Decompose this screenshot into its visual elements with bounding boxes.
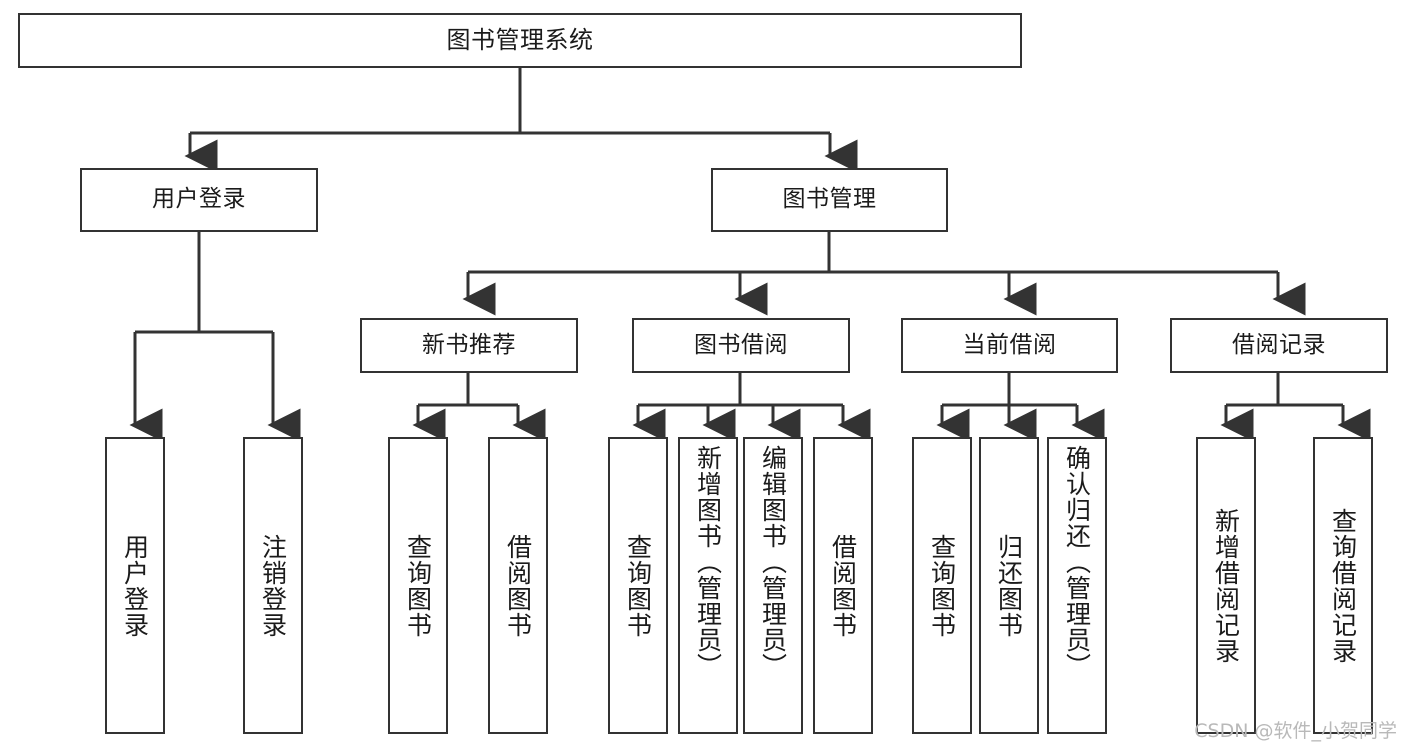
node-label: 新增图书（管理员） <box>693 445 723 679</box>
node-label: 新增借阅记录 <box>1211 507 1241 664</box>
leaf-record-query-record[interactable]: 查询借阅记录 <box>1313 437 1373 734</box>
node-label: 用户登录 <box>120 533 150 638</box>
node-label: 查询图书 <box>623 533 653 638</box>
node-label: 当前借阅 <box>962 331 1057 358</box>
node-label: 借阅图书 <box>503 533 533 638</box>
leaf-borrow-edit-book-admin[interactable]: 编辑图书（管理员） <box>743 437 803 734</box>
leaf-current-query-book[interactable]: 查询图书 <box>912 437 972 734</box>
node-label: 查询图书 <box>927 533 957 638</box>
node-label: 编辑图书（管理员） <box>758 445 788 679</box>
node-user-login[interactable]: 用户登录 <box>80 168 318 232</box>
leaf-user-login-logout[interactable]: 注销登录 <box>243 437 303 734</box>
leaf-borrow-borrow-book[interactable]: 借阅图书 <box>813 437 873 734</box>
node-book-management[interactable]: 图书管理 <box>711 168 948 232</box>
node-label: 确认归还（管理员） <box>1062 445 1092 679</box>
leaf-user-login-signin[interactable]: 用户登录 <box>105 437 165 734</box>
node-new-book-recommend[interactable]: 新书推荐 <box>360 318 578 373</box>
leaf-record-add-record[interactable]: 新增借阅记录 <box>1196 437 1256 734</box>
leaf-current-confirm-return-admin[interactable]: 确认归还（管理员） <box>1047 437 1107 734</box>
node-label: 新书推荐 <box>422 331 516 358</box>
node-root-system[interactable]: 图书管理系统 <box>18 13 1022 68</box>
node-label: 用户登录 <box>152 186 246 213</box>
node-label: 查询图书 <box>403 533 433 638</box>
node-label: 注销登录 <box>258 533 288 638</box>
node-label: 查询借阅记录 <box>1328 507 1358 664</box>
node-book-borrow[interactable]: 图书借阅 <box>632 318 850 373</box>
leaf-new-book-query[interactable]: 查询图书 <box>388 437 448 734</box>
node-label: 图书管理系统 <box>446 26 594 55</box>
leaf-borrow-add-book-admin[interactable]: 新增图书（管理员） <box>678 437 738 734</box>
node-label: 借阅图书 <box>828 533 858 638</box>
node-label: 借阅记录 <box>1232 331 1326 358</box>
node-label: 图书借阅 <box>694 331 788 358</box>
node-label: 归还图书 <box>994 533 1024 638</box>
node-current-borrow[interactable]: 当前借阅 <box>901 318 1118 373</box>
leaf-new-book-borrow[interactable]: 借阅图书 <box>488 437 548 734</box>
leaf-current-return-book[interactable]: 归还图书 <box>979 437 1039 734</box>
node-label: 图书管理 <box>782 186 877 213</box>
watermark-text: CSDN @软件_小贺同学 <box>1194 720 1397 742</box>
leaf-borrow-query-book[interactable]: 查询图书 <box>608 437 668 734</box>
node-borrow-record[interactable]: 借阅记录 <box>1170 318 1388 373</box>
